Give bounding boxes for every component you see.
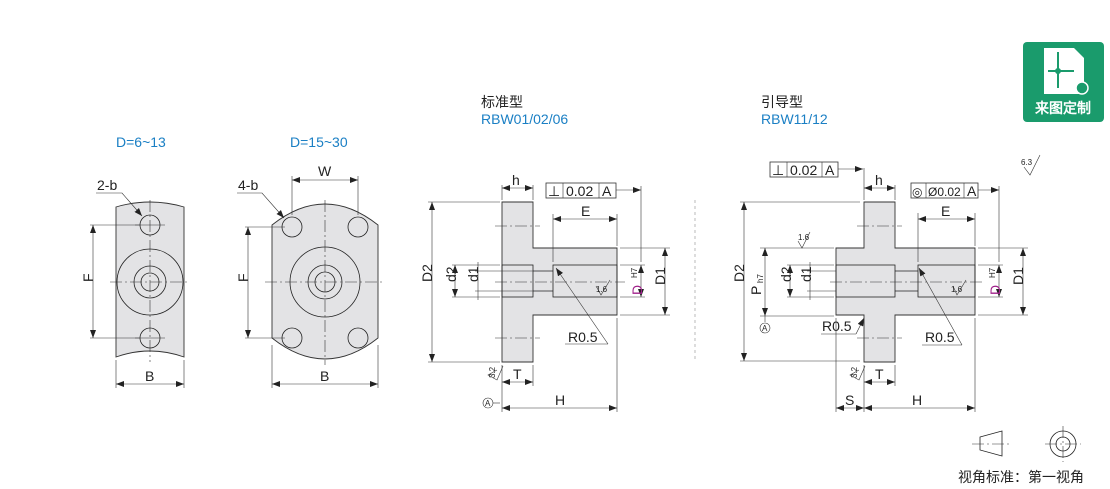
svg-text:⊥: ⊥ [548, 183, 560, 199]
view-title: D=15~30 [290, 134, 348, 150]
svg-text:Ø0.02: Ø0.02 [928, 185, 961, 199]
dim-f: F [235, 273, 251, 282]
dim-d1: d1 [465, 266, 481, 282]
tolerance-h7: H7 [988, 267, 997, 278]
first-angle-projection-symbol: 视角标准：第一视角 [958, 426, 1084, 486]
svg-text:0.02: 0.02 [566, 183, 593, 199]
datum-a: A [762, 324, 768, 333]
dim-s: S [845, 392, 854, 408]
concentricity-frame: ◎ Ø0.02 A [910, 182, 1000, 262]
dim-e: E [581, 203, 590, 219]
roughness-label: 1.6 [596, 285, 608, 294]
datum-a: A [485, 399, 491, 408]
roughness-label: 1.6 [798, 233, 810, 242]
roughness-label: 3.2 [488, 366, 497, 378]
front-view-large: D=15~30 F W 4-b B [235, 134, 385, 388]
roughness-label: 6.3 [1021, 158, 1033, 167]
svg-text:A: A [825, 162, 835, 178]
custom-drawing-badge[interactable]: 来图定制 [1023, 42, 1104, 122]
radius-label: R0.5 [822, 318, 852, 334]
dim-w: W [318, 163, 332, 179]
dim-d1-outer: D1 [652, 267, 668, 285]
hole-label: 4-b [238, 177, 258, 193]
dim-h: H [912, 392, 922, 408]
guided-models: RBW11/12 [761, 111, 828, 127]
badge-label: 来图定制 [1034, 100, 1091, 117]
dim-d1-outer: D1 [1010, 267, 1026, 285]
dim-d2: d2 [778, 266, 794, 282]
perpendicularity-frame: ⊥ 0.02 A [769, 161, 863, 178]
svg-text:◎: ◎ [912, 185, 922, 199]
perpendicularity-frame: ⊥ 0.02 A [545, 182, 642, 262]
tolerance-h7: h7 [756, 274, 765, 283]
dim-d2-outer: D2 [419, 264, 435, 282]
roughness-label: 3.2 [850, 366, 859, 378]
dim-h-small: h [512, 172, 520, 188]
svg-text:0.02: 0.02 [790, 162, 817, 178]
standard-models: RBW01/02/06 [481, 111, 568, 127]
svg-text:A: A [602, 183, 612, 199]
roughness-label: 1.6 [951, 285, 963, 294]
dim-p: P [748, 286, 764, 295]
tolerance-h7: H7 [630, 267, 639, 278]
guided-section: 引导型 RBW11/12 D2 P h7 d2 d1 D H7 D1 [731, 95, 1041, 412]
dim-d-bore: D [629, 285, 645, 295]
projection-label: 视角标准：第一视角 [958, 469, 1084, 486]
dim-f: F [80, 273, 96, 282]
standard-section: 标准型 RBW01/02/06 D2 d2 d1 D H7 D1 h E [419, 95, 670, 412]
svg-text:A: A [967, 183, 977, 199]
dim-t: T [513, 366, 522, 382]
dim-h-small: h [875, 172, 883, 188]
dim-b: B [320, 368, 329, 384]
dim-b: B [145, 368, 154, 384]
dim-t: T [875, 366, 884, 382]
dim-d2-outer: D2 [731, 264, 747, 282]
guided-title: 引导型 [761, 95, 803, 111]
svg-text:⊥: ⊥ [772, 162, 784, 178]
dim-d2: d2 [443, 266, 459, 282]
view-title: D=6~13 [116, 134, 166, 150]
radius-label: R0.5 [925, 329, 955, 345]
standard-title: 标准型 [481, 95, 523, 111]
radius-label: R0.5 [568, 329, 598, 345]
front-view-small: D=6~13 F 2-b B [80, 134, 190, 388]
hole-label: 2-b [97, 177, 117, 193]
dim-d1: d1 [798, 266, 814, 282]
dim-e: E [941, 203, 950, 219]
dim-h: H [555, 392, 565, 408]
dim-d-bore: D [987, 285, 1003, 295]
